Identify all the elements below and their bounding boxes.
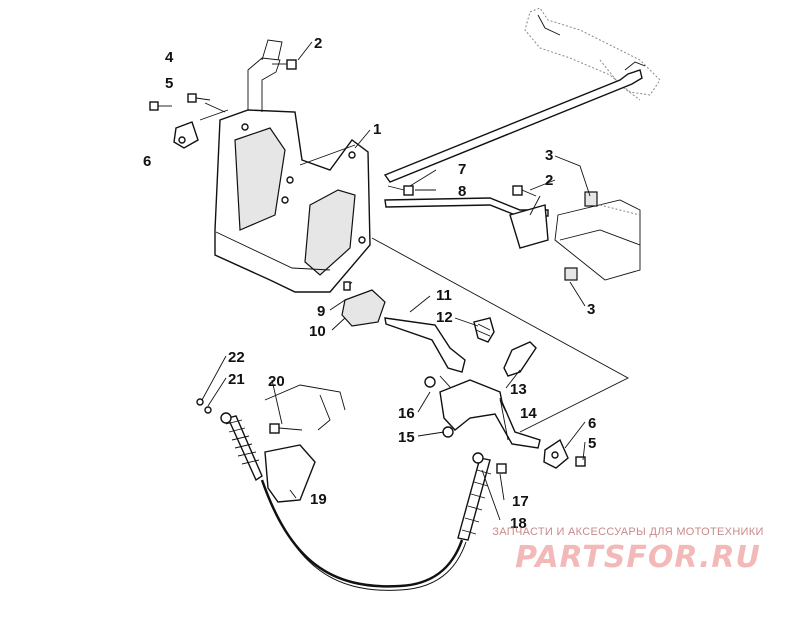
cable-bracket [196, 384, 346, 503]
callout-5-right: 5 [588, 435, 596, 452]
frame-sketch [524, 7, 661, 101]
callout-4: 4 [165, 49, 174, 66]
callout-13: 13 [510, 381, 527, 398]
pivot-assembly [424, 341, 541, 449]
callout-leaders [201, 41, 591, 521]
callout-1: 1 [373, 121, 381, 138]
callout-19: 19 [310, 491, 327, 508]
callout-11: 11 [436, 287, 452, 304]
callout-21: 21 [228, 371, 245, 388]
shift-arm [384, 317, 495, 373]
callout-labels: 1 2 4 5 6 7 8 3 2 3 9 10 11 12 13 14 16 … [143, 35, 596, 532]
pedal [341, 281, 386, 327]
linkage-rod [383, 61, 646, 217]
callout-9: 9 [317, 303, 325, 320]
callout-2-top: 2 [314, 35, 322, 52]
callout-8: 8 [458, 183, 466, 200]
callout-6-left: 6 [143, 153, 151, 170]
callout-10: 10 [309, 323, 326, 340]
callout-20: 20 [268, 373, 285, 390]
callout-17: 17 [512, 493, 529, 510]
callout-7: 7 [458, 161, 466, 178]
callout-3-top: 3 [545, 147, 553, 164]
guide-lines [199, 102, 629, 433]
callout-14: 14 [520, 405, 537, 422]
main-bracket [214, 39, 371, 293]
callout-5-left: 5 [165, 75, 173, 92]
callout-2-right: 2 [545, 172, 553, 189]
watermark-tagline: ЗАПЧАСТИ И АКСЕССУАРЫ ДЛЯ МОТОТЕХНИКИ [492, 526, 764, 538]
callout-22: 22 [228, 349, 245, 366]
left-hardware [149, 93, 211, 149]
right-hardware [496, 438, 586, 474]
callout-3-bottom: 3 [587, 301, 595, 318]
callout-6-right: 6 [588, 415, 596, 432]
callout-18: 18 [510, 515, 527, 532]
bolts-upper [272, 59, 537, 197]
right-mount [509, 191, 641, 281]
watermark-logo: PARTSFOR.RU [515, 540, 761, 575]
cable [220, 412, 492, 591]
callout-16: 16 [398, 405, 415, 422]
callout-15: 15 [398, 429, 415, 446]
callout-12: 12 [436, 309, 453, 326]
